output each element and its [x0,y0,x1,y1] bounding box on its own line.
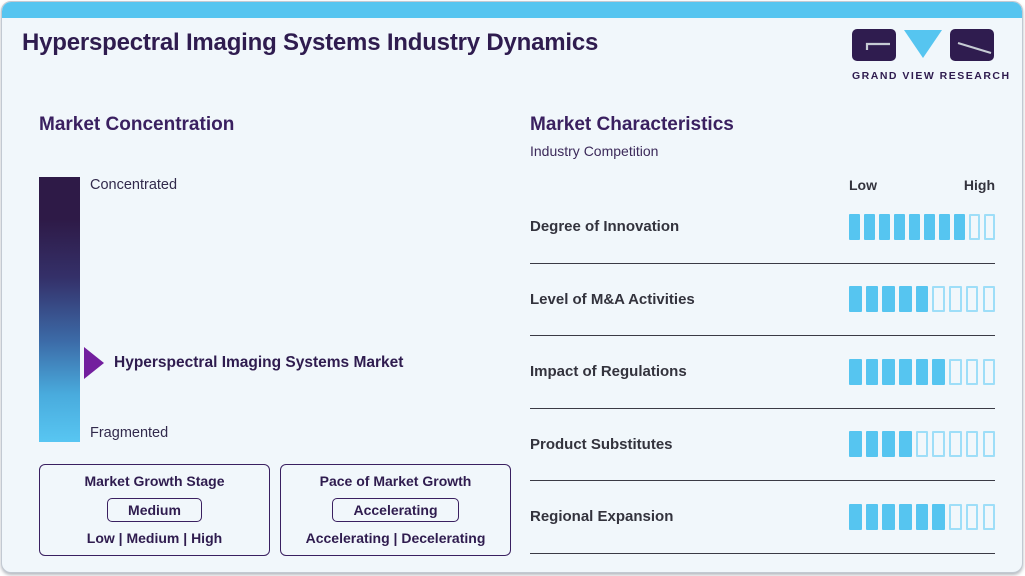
rating-segment-empty [932,286,945,313]
rating-segment-empty [982,358,995,385]
concentration-gradient-bar [39,177,80,442]
brand-name: GRAND VIEW RESEARCH [852,70,1011,82]
rating-segment-filled [894,213,905,240]
rating-segment-empty [965,503,979,530]
rating-segment-filled [849,503,862,530]
rating-segment-filled [849,286,862,313]
characteristics-rows: Degree of Innovation Level of M&A Activi… [530,191,995,554]
rating-segment-filled [899,431,912,458]
rating-segment-filled [882,286,895,313]
rating-segment-empty [982,286,995,313]
rating-segment-empty [932,431,945,458]
market-characteristics-heading: Market Characteristics [530,114,734,135]
concentrated-label: Concentrated [90,177,178,193]
rating-segment-empty [982,431,995,458]
characteristic-label: Impact of Regulations [530,363,687,381]
rating-segment-filled [865,431,879,458]
rating-segment-filled [865,503,879,530]
scale-low-label: Low [849,177,877,193]
rating-segment-filled [864,213,875,240]
rating-segment-empty [969,213,980,240]
characteristic-label: Level of M&A Activities [530,290,695,308]
rating-segment-empty [949,503,962,530]
rating-segment-filled [879,213,890,240]
characteristic-row: Impact of Regulations [530,336,995,409]
characteristic-row: Level of M&A Activities [530,264,995,336]
rating-segment-empty [949,358,962,385]
rating-segment-filled [849,358,862,385]
growth-pace-options: Accelerating | Decelerating [305,530,486,546]
characteristic-label: Product Substitutes [530,435,673,453]
market-pointer-arrow-icon [84,347,104,379]
rating-segment-empty [915,431,929,458]
rating-segment-empty [982,503,995,530]
rating-segment-filled [865,286,879,313]
characteristic-row: Product Substitutes [530,409,995,481]
growth-pace-title: Pace of Market Growth [319,473,472,489]
growth-stage-selected-value: Medium [107,497,202,522]
logo-r-glyph [957,42,992,54]
rating-segment-filled [924,213,935,240]
brand-logo: GRAND VIEW RESEARCH [852,28,1011,82]
logo-g-glyph [865,42,890,50]
market-growth-stage-box: Market Growth Stage Medium Low | Medium … [39,464,270,556]
rating-bar [849,503,995,530]
rating-segment-empty [949,431,962,458]
rating-segment-filled [882,358,895,385]
rating-segment-filled [932,358,945,385]
rating-segment-empty [949,286,962,313]
rating-bar [849,358,995,385]
rating-segment-empty [984,213,995,240]
market-concentration-heading: Market Concentration [39,114,235,135]
rating-segment-filled [849,213,860,240]
market-pointer-label: Hyperspectral Imaging Systems Market [114,354,404,371]
logo-r-block [950,29,994,61]
rating-segment-filled [882,431,895,458]
market-growth-pace-box: Pace of Market Growth Accelerating Accel… [280,464,511,556]
rating-segment-filled [899,358,912,385]
rating-segment-filled [915,286,929,313]
rating-bar [849,213,995,240]
characteristic-row: Degree of Innovation [530,191,995,264]
scale-high-label: High [963,177,995,193]
rating-segment-empty [965,431,979,458]
rating-segment-filled [909,213,920,240]
rating-segment-empty [965,286,979,313]
characteristic-label: Degree of Innovation [530,218,680,236]
rating-bar [849,286,995,313]
rating-segment-filled [882,503,895,530]
rating-segment-filled [915,358,929,385]
rating-scale-labels: Low High [849,177,995,193]
rating-segment-filled [899,286,912,313]
growth-stage-options: Low | Medium | High [86,530,223,546]
rating-segment-filled [939,213,950,240]
rating-segment-filled [899,503,912,530]
rating-segment-filled [954,213,965,240]
growth-stage-title: Market Growth Stage [84,473,225,489]
brand-logo-icon [852,29,994,61]
rating-segment-empty [965,358,979,385]
top-accent-bar [2,2,1022,18]
industry-competition-subheading: Industry Competition [530,143,659,159]
rating-segment-filled [865,358,879,385]
rating-segment-filled [932,503,945,530]
page-title: Hyperspectral Imaging Systems Industry D… [22,29,599,56]
logo-v-triangle-icon [904,30,942,58]
rating-bar [849,431,995,458]
growth-pace-selected-value: Accelerating [332,497,459,522]
characteristic-row: Regional Expansion [530,481,995,554]
fragmented-label: Fragmented [90,425,169,441]
rating-segment-filled [915,503,929,530]
characteristic-label: Regional Expansion [530,508,674,526]
rating-segment-filled [849,431,862,458]
